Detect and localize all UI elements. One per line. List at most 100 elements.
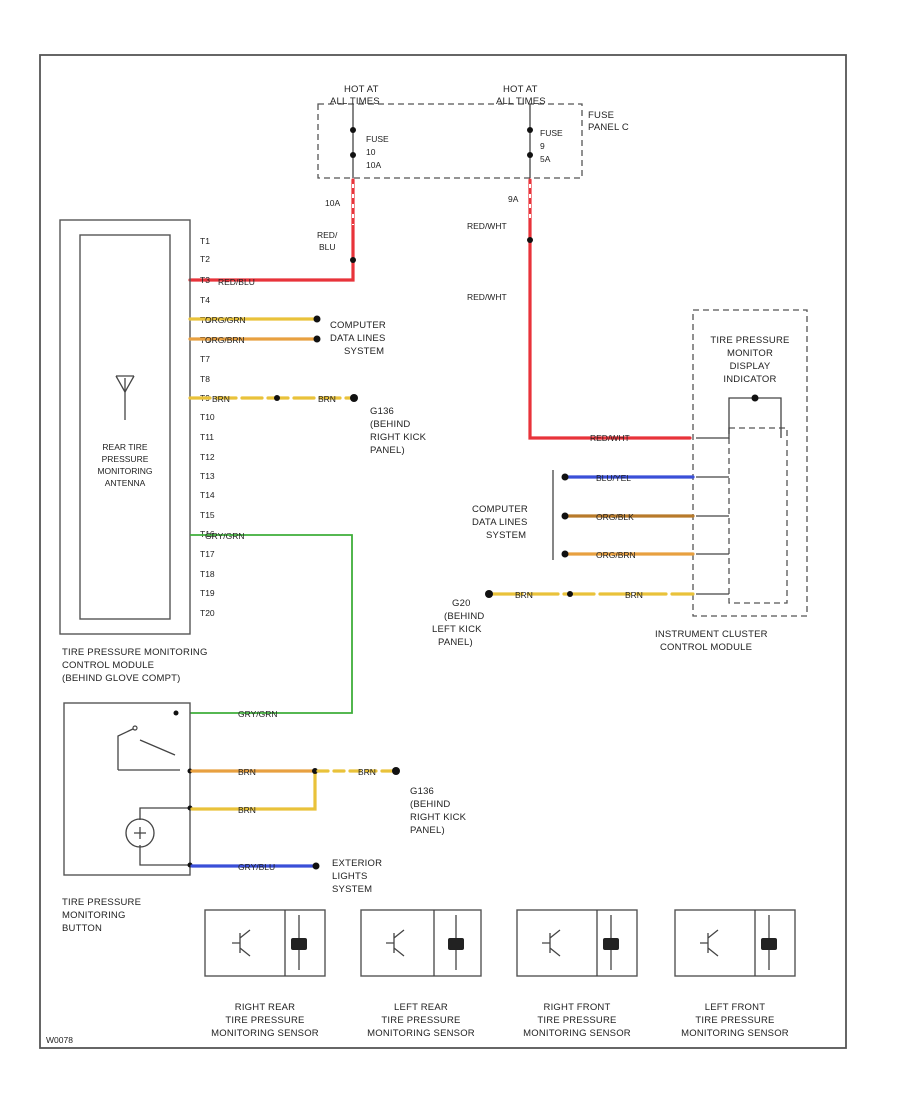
fuse-panel: HOT AT ALL TIMES HOT AT ALL TIMES FUSE P… (317, 84, 629, 179)
tpms-button (63, 702, 191, 876)
cluster-wire-brn-label-1: BRN (515, 590, 533, 600)
tpms-title: TIRE PRESSURE MONITORING (62, 647, 208, 658)
wire-button-brn-2 (190, 770, 317, 811)
lamp-label: TIRE PRESSURE (710, 335, 789, 346)
sensor-label: LEFT REAR (394, 1002, 448, 1013)
ext-lights-label-c: SYSTEM (332, 884, 372, 895)
sensor-label-c: MONITORING SENSOR (211, 1028, 319, 1039)
terminal-blu-yel (561, 473, 569, 481)
sensor-box (204, 909, 326, 977)
cluster-wire-red-label: RED/WHT (590, 433, 630, 443)
terminal-gry-blu (312, 862, 320, 870)
sensor-right-rear: RIGHT REAR TIRE PRESSURE MONITORING SENS… (204, 909, 326, 1039)
tpms-title-c: (BEHIND GLOVE COMPT) (62, 673, 181, 684)
pin-t17: T17 (200, 549, 215, 559)
switch-icon (117, 727, 180, 771)
sensor-label: LEFT FRONT (705, 1002, 765, 1013)
sensor-label: RIGHT REAR (235, 1002, 295, 1013)
hot-label-1: HOT AT (344, 84, 379, 95)
pin-t18: T18 (200, 569, 215, 579)
wire-brn-label-1: BRN (212, 394, 230, 404)
ground-terminal-g20 (485, 590, 493, 598)
button-g-label-d: PANEL) (410, 825, 445, 836)
g136-label-d: PANEL) (370, 445, 405, 456)
transistor-icon (232, 929, 251, 957)
terminal-org-brn (313, 335, 321, 343)
terminal-org-blk (561, 512, 569, 520)
battery-icon (291, 938, 307, 950)
terminal-org-grn (313, 315, 321, 323)
button-g-label: G136 (410, 786, 434, 797)
tpms-comp-label-c: SYSTEM (344, 346, 384, 357)
bulb-icon (125, 818, 155, 848)
splice-button-brn (312, 768, 318, 774)
fuse2-top-terminal (527, 127, 533, 133)
transistor-icon (700, 929, 719, 957)
wire-org-brn-label: ORG/BRN (205, 335, 245, 345)
tpms-wire-red-label: RED/BLU (218, 277, 255, 287)
g20-label-b: (BEHIND (444, 611, 484, 622)
pin-t3: T3 (200, 275, 210, 285)
button-g-label-b: (BEHIND (410, 799, 450, 810)
hot-label-2: HOT AT (503, 84, 538, 95)
cluster-comp-label: COMPUTER (472, 504, 528, 515)
lamp-label-c: DISPLAY (730, 361, 771, 372)
pin-t12: T12 (200, 452, 215, 462)
fuse1-rating: 10A (366, 160, 381, 170)
fuse1-top-terminal (350, 127, 356, 133)
pin-t13: T13 (200, 471, 215, 481)
pin-t15: T15 (200, 510, 215, 520)
wire-cluster-org-brn-label: ORG/BRN (596, 550, 636, 560)
sensor-label-b: TIRE PRESSURE (381, 1015, 460, 1026)
antenna-label-c: MONITORING (97, 466, 152, 476)
tpms-module-outline (59, 219, 191, 635)
footer-code: W0078 (46, 1035, 73, 1045)
g136-label-b: (BEHIND (370, 419, 410, 430)
cluster-comp-label-c: SYSTEM (486, 530, 526, 541)
cluster-title: INSTRUMENT CLUSTER (655, 629, 768, 640)
wire-red-blu-label: RED/ (317, 230, 338, 240)
transistor-icon (542, 929, 561, 957)
tpms-antenna-box (79, 234, 171, 620)
hot-label-1b: ALL TIMES (330, 96, 380, 107)
sensor-right-front: RIGHT FRONT TIRE PRESSURE MONITORING SEN… (516, 909, 638, 1039)
splice-brn (274, 395, 280, 401)
ext-lights-label-b: LIGHTS (332, 871, 368, 882)
button-term-1 (173, 710, 179, 716)
pin-t14: T14 (200, 490, 215, 500)
pin-t1: T1 (200, 236, 210, 246)
pin-t20: T20 (200, 608, 215, 618)
lamp-label-d: INDICATOR (723, 374, 776, 385)
button-wire-brn-label-1: BRN (238, 767, 256, 777)
antenna-label-b: PRESSURE (102, 454, 149, 464)
sensor-label-b: TIRE PRESSURE (695, 1015, 774, 1026)
sensor-left-rear: LEFT REAR TIRE PRESSURE MONITORING SENSO… (360, 909, 482, 1039)
switch-contact (132, 725, 138, 731)
button-wire-brn-label-3: BRN (358, 767, 376, 777)
wire-blu-yel-label: BLU/YEL (596, 473, 631, 483)
wire-red-blu-supply (188, 178, 355, 282)
sensor-box (516, 909, 638, 977)
diagram-frame (39, 54, 847, 1049)
button-outline (63, 702, 191, 876)
fuse-panel-outline (317, 103, 583, 179)
lamp-icon (751, 394, 759, 402)
instrument-cluster: TIRE PRESSURE MONITOR DISPLAY INDICATOR (692, 309, 808, 617)
wire-red-wht-label: RED/WHT (467, 221, 507, 231)
sensor-box (674, 909, 796, 977)
wire-gry-grn-label: GRY/GRN (205, 531, 245, 541)
transistor-icon (386, 929, 405, 957)
fuse-panel-label-b: PANEL C (588, 122, 629, 133)
sensor-left-front: LEFT FRONT TIRE PRESSURE MONITORING SENS… (674, 909, 796, 1039)
button-wire-brn-label-2: BRN (238, 805, 256, 815)
wire-brn-label-2: BRN (318, 394, 336, 404)
pin-t10: T10 (200, 412, 215, 422)
g20-label-d: PANEL) (438, 637, 473, 648)
sensor-box (360, 909, 482, 977)
button-wire-blu-label: GRY/BLU (238, 862, 275, 872)
splice-red-wht (527, 237, 533, 243)
sensor-label-b: TIRE PRESSURE (225, 1015, 304, 1026)
sensor-label-c: MONITORING SENSOR (681, 1028, 789, 1039)
pin-t19: T19 (200, 588, 215, 598)
cluster-title-b: CONTROL MODULE (660, 642, 752, 653)
